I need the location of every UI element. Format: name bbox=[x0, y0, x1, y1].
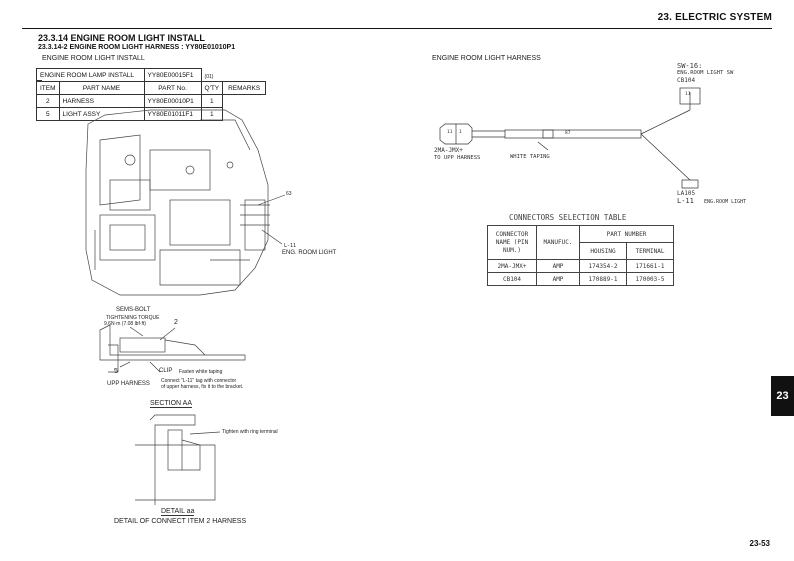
leader-lines bbox=[257, 194, 286, 245]
connector-table-title: CONNECTORS SELECTION TABLE bbox=[509, 213, 627, 222]
col-remarks: REMARKS bbox=[222, 81, 267, 95]
switch-pin: 11 bbox=[685, 92, 691, 97]
connector-table: CONNECTOR NAME (PIN NUM.) MANUFUC. PART … bbox=[487, 225, 674, 286]
col-manufacturer: MANUFUC. bbox=[536, 225, 580, 260]
detail-title: DETAIL OF CONNECT ITEM 2 HARNESS bbox=[114, 518, 247, 525]
sw-desc: ENG.ROOM LIGHT SW bbox=[677, 70, 734, 76]
col-terminal: TERMINAL bbox=[626, 242, 674, 260]
callout-connect-note-2: of upper harness, fix it to the bracket. bbox=[161, 384, 244, 390]
callout-torque-label: TIGHTENING TORQUE bbox=[106, 315, 160, 321]
chapter-title: 23. ELECTRIC SYSTEM bbox=[657, 12, 772, 23]
callout-l11: L-11 bbox=[284, 243, 297, 249]
section-aa-label: SECTION AA bbox=[150, 400, 193, 408]
section-title: 23.3.14 ENGINE ROOM LIGHT INSTALL bbox=[38, 33, 205, 43]
connector-manuf: AMP bbox=[536, 272, 580, 286]
cb-label: CB104 bbox=[677, 77, 696, 84]
section-subtitle: 23.3.14-2 ENGINE ROOM LIGHT HARNESS : YY… bbox=[38, 44, 236, 51]
connector-pin-a: 11 bbox=[447, 130, 453, 135]
assembly-row: ENGINE ROOM LAMP INSTALL YY80E00015F1 (0… bbox=[36, 68, 266, 82]
la-label: LA105 bbox=[677, 190, 696, 197]
table-header-row: ITEM PART NAME PART No. Q'TY REMARKS bbox=[36, 81, 267, 95]
callout-item-5: 5 bbox=[114, 368, 118, 375]
callout-clip-note: Fasten white taping bbox=[179, 369, 223, 375]
to-upp-harness-label: TO UPP HARNESS bbox=[434, 155, 481, 161]
right-panel-heading: ENGINE ROOM LIGHT HARNESS bbox=[432, 55, 541, 62]
page-number: 23-53 bbox=[749, 539, 770, 548]
detail-aa-label: DETAIL aa bbox=[161, 508, 195, 516]
machine-frame-drawing bbox=[85, 109, 270, 296]
connector-housing: 174354-2 bbox=[579, 259, 627, 273]
callout-ring-terminal: Tighten with ring terminal bbox=[222, 429, 278, 435]
sw-label: SW-16: bbox=[677, 62, 703, 70]
row-part-no: YY80E01011F1 bbox=[143, 107, 202, 121]
connector-left-label: 2MA-JMX+ bbox=[434, 147, 463, 154]
left-panel-heading: ENGINE ROOM LIGHT INSTALL bbox=[42, 55, 145, 62]
callout-63: 63 bbox=[286, 191, 292, 197]
table-row: 5 LIGHT ASSY YY80E01011F1 1 bbox=[36, 107, 266, 121]
connector-name: CB104 bbox=[487, 272, 537, 286]
col-part-number: PART NUMBER bbox=[579, 225, 674, 243]
parts-list: ENGINE ROOM LAMP INSTALL YY80E00015F1 (0… bbox=[36, 68, 267, 121]
connector-terminal: 171661-1 bbox=[626, 259, 674, 273]
section-aa-drawing bbox=[99, 324, 246, 373]
table-row: CB104 AMP 170889-1 170003-5 bbox=[487, 272, 674, 286]
connector-housing: 170889-1 bbox=[579, 272, 627, 286]
callout-eng-room-light: ENG. ROOM LIGHT bbox=[282, 250, 337, 256]
callout-sems-bolt: SEMS-BOLT bbox=[116, 307, 151, 313]
row-part-name: LIGHT ASSY bbox=[58, 107, 145, 121]
connector-manuf: AMP bbox=[536, 259, 580, 273]
connector-table-header: CONNECTOR NAME (PIN NUM.) MANUFUC. PART … bbox=[487, 225, 674, 260]
callout-item-2: 2 bbox=[174, 319, 178, 326]
harness-diagram bbox=[439, 87, 701, 189]
parts-table-wrap: ENGINE ROOM LAMP INSTALL YY80E00015F1 (0… bbox=[36, 68, 267, 121]
callout-upp-harness: UPP HARNESS bbox=[107, 381, 150, 387]
l11-desc: ENG.ROOM LIGHT bbox=[704, 199, 747, 205]
table-row: 2MA-JMX+ AMP 174354-2 171661-1 bbox=[487, 259, 674, 273]
connector-pin-b: 1 bbox=[459, 130, 462, 135]
l11-label: L-11 bbox=[677, 197, 694, 205]
white-taping-label: WHITE TAPING bbox=[510, 154, 550, 160]
wire-number: 87 bbox=[565, 131, 571, 136]
callout-torque-value: 9.6N·m (7.08 lbf·ft) bbox=[104, 321, 146, 327]
chapter-side-tab: 23 bbox=[771, 376, 794, 416]
col-connector-name: CONNECTOR NAME (PIN NUM.) bbox=[487, 225, 537, 260]
col-housing: HOUSING bbox=[579, 242, 627, 260]
connector-terminal: 170003-5 bbox=[626, 272, 674, 286]
connector-table-subheader: HOUSING TERMINAL bbox=[488, 242, 674, 260]
callout-clip: CLIP bbox=[159, 368, 173, 374]
detail-aa-drawing bbox=[135, 414, 221, 505]
callout-connect-note-1: Connect "L-11" tag with connector bbox=[161, 378, 237, 384]
header-rule bbox=[22, 28, 772, 29]
connector-name: 2MA-JMX+ bbox=[487, 259, 537, 273]
